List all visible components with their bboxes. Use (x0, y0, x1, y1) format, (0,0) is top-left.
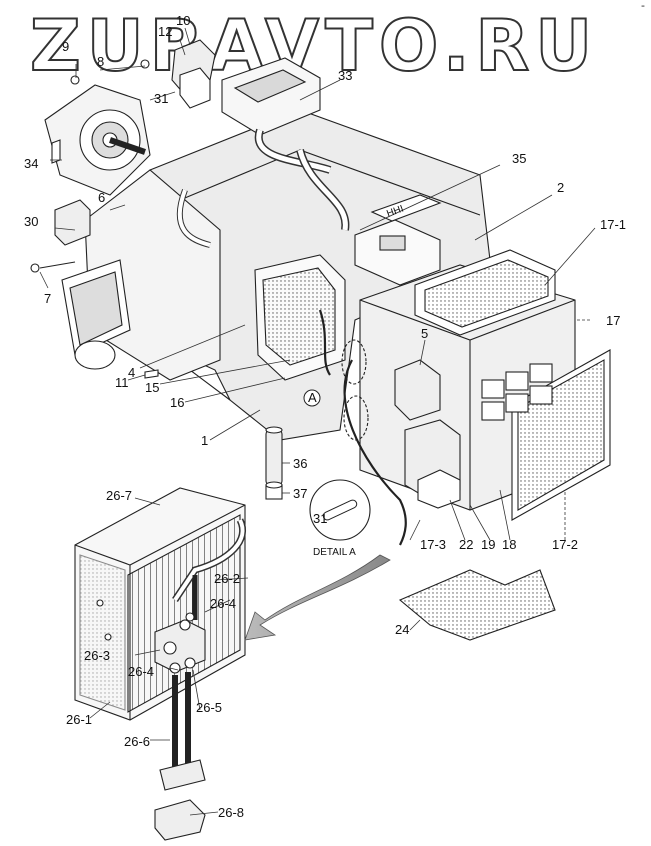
detail-a-caption: DETAIL A (313, 547, 356, 558)
callout-30: 30 (24, 214, 38, 229)
callout-12: 12 (158, 24, 172, 39)
callout-17-1: 17-1 (600, 217, 626, 232)
callout-18: 18 (502, 537, 516, 552)
callout-6: 6 (98, 190, 105, 205)
assembly-arrow (244, 554, 391, 641)
blower-motor (44, 84, 151, 196)
callout-26-8: 26-8 (218, 805, 244, 820)
callout-26-4-bottom: 26-4 (128, 664, 154, 679)
callout-16: 16 (170, 395, 184, 410)
evaporator-core (74, 487, 247, 841)
callout-15: 15 (145, 380, 159, 395)
callout-19: 19 (481, 537, 495, 552)
detail-a-marker: A (308, 390, 317, 405)
corner-mark: - (641, 0, 645, 12)
callout-11: 11 (115, 375, 129, 390)
callout-5: 5 (421, 326, 428, 341)
callout-26-6: 26-6 (124, 734, 150, 749)
leader-lines (39, 27, 596, 816)
callout-17: 17 (606, 313, 620, 328)
callout-10: 10 (176, 13, 190, 28)
callout-8: 8 (97, 54, 104, 69)
callout-9: 9 (62, 39, 69, 54)
callout-17-2: 17-2 (552, 537, 578, 552)
callout-26-3: 26-3 (84, 648, 110, 663)
callout-37: 37 (293, 486, 307, 501)
gasket-24 (398, 569, 556, 641)
callout-7: 7 (44, 291, 51, 306)
callout-1: 1 (201, 433, 208, 448)
callout-22: 22 (459, 537, 473, 552)
callout-24: 24 (395, 622, 409, 637)
callout-35: 35 (512, 151, 526, 166)
resistor-parts (30, 39, 216, 379)
callout-36: 36 (293, 456, 307, 471)
callout-26-7: 26-7 (106, 488, 132, 503)
callout-33: 33 (338, 68, 352, 83)
callout-26-4-top: 26-4 (210, 596, 236, 611)
callout-34: 34 (24, 156, 38, 171)
callout-26-2: 26-2 (214, 571, 240, 586)
callout-2: 2 (557, 180, 564, 195)
callout-labels: 9 8 10 12 31 33 34 6 35 2 17-1 30 7 17 5… (24, 13, 626, 820)
callout-31-detail: 31 (313, 511, 327, 526)
callout-26-5: 26-5 (196, 700, 222, 715)
callout-4: 4 (128, 365, 135, 380)
callout-17-3: 17-3 (420, 537, 446, 552)
callout-26-1: 26-1 (66, 712, 92, 727)
heater-unit-main (61, 57, 611, 546)
detail-a-inset (303, 389, 371, 541)
callout-31: 31 (154, 91, 168, 106)
